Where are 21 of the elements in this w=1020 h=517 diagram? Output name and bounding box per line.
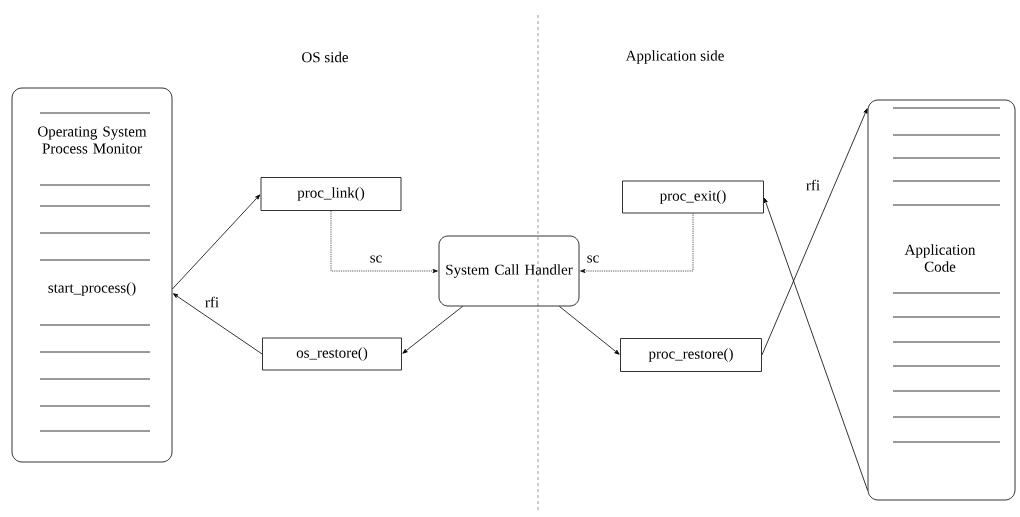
text-panel: Application Code [867, 99, 1016, 501]
side-heading: OS side [302, 51, 348, 63]
arrow [173, 293, 263, 355]
arrow [330, 210, 438, 273]
function-box: os_restore() [262, 337, 402, 371]
arrow [580, 213, 694, 273]
function-box: proc_exit() [622, 180, 764, 214]
text-panel: Operating System Process Monitor start_process() [11, 87, 173, 463]
edge-label: sc [368, 254, 384, 264]
edge-label: rfi [203, 295, 221, 309]
function-box: proc_link() [260, 177, 402, 211]
arrow [402, 306, 463, 354]
handler-box: System Call Handler [438, 235, 580, 307]
arrow [763, 197, 868, 491]
arrow [761, 108, 868, 356]
edge-label: sc [585, 254, 601, 264]
arrow [559, 306, 620, 355]
edge-label: rfi [804, 178, 822, 192]
function-box: proc_restore() [620, 338, 762, 372]
side-heading: Application side [625, 50, 724, 64]
arrow [172, 194, 261, 290]
